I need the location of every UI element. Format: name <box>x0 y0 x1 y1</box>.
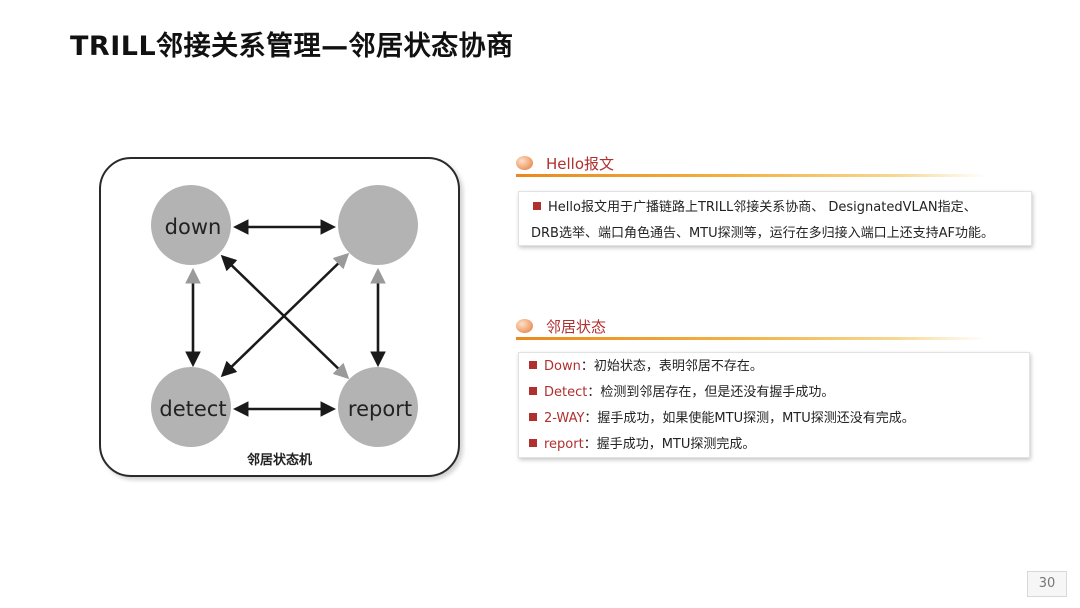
square-bullet-icon <box>529 361 537 369</box>
node-label-report: report <box>347 397 413 421</box>
state-box: Down：初始状态，表明邻居不存在。 Detect：检测到邻居存在，但是还没有握… <box>518 352 1030 458</box>
diagram-caption: 邻居状态机 <box>246 453 312 468</box>
node-detect <box>151 367 231 447</box>
square-bullet-icon <box>533 202 541 210</box>
arrow-down-report <box>220 254 350 380</box>
node-label-detect: detect <box>159 397 227 421</box>
state-item: report：握手成功，MTU探测完成。 <box>529 432 1029 458</box>
state-machine-svg <box>151 185 418 447</box>
hello-box: Hello报文用于广播链路上TRILL邻接关系协商、 DesignatedVLA… <box>518 191 1032 246</box>
node-down <box>151 185 231 265</box>
state-machine-diagram: down detect report 邻居状态机 <box>99 157 460 477</box>
hello-section-divider <box>516 174 986 177</box>
orange-dot-icon <box>516 156 533 170</box>
square-bullet-icon <box>529 387 537 395</box>
state-item: 2-WAY：握手成功，如果使能MTU探测，MTU探测还没有完成。 <box>529 406 1029 432</box>
square-bullet-icon <box>529 413 537 421</box>
orange-dot-icon <box>516 319 533 333</box>
state-section-divider <box>516 337 986 340</box>
page-number: 30 <box>1027 571 1067 597</box>
node-report <box>338 367 418 447</box>
state-item: Down：初始状态，表明邻居不存在。 <box>529 354 1029 380</box>
state-section-header: 邻居状态 <box>516 315 986 340</box>
state-item: Detect：检测到邻居存在，但是还没有握手成功。 <box>529 380 1029 406</box>
hello-section-header: Hello报文 <box>516 152 986 177</box>
hello-line-2: DRB选举、端口角色通告、MTU探测等，运行在多归接入端口上还支持AF功能。 <box>531 226 995 241</box>
slide-title: TRILL邻接关系管理—邻居状态协商 <box>70 31 514 62</box>
square-bullet-icon <box>529 439 537 447</box>
node-top-right <box>338 185 418 265</box>
arrow-detect-top-right <box>220 252 350 378</box>
hello-line-1: Hello报文用于广播链路上TRILL邻接关系协商、 DesignatedVLA… <box>533 195 1031 221</box>
node-label-down: down <box>164 215 222 239</box>
hello-section-title: Hello报文 <box>546 155 615 173</box>
state-section-title: 邻居状态 <box>546 318 607 336</box>
